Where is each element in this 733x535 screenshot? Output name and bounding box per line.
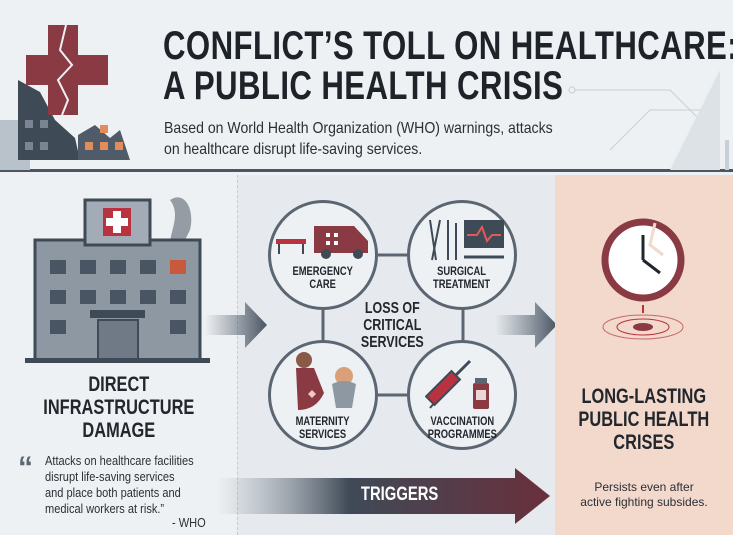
quote-icon: “	[18, 451, 33, 484]
triggers-label: TRIGGERS	[361, 484, 439, 505]
mother-baby-icon	[296, 352, 356, 410]
title-line-1: CONFLICT’S TOLL ON HEALTHCARE:	[163, 24, 733, 68]
damaged-hospital-icon	[25, 197, 210, 363]
subtitle-line-1: Based on World Health Organization (WHO)…	[164, 120, 553, 137]
title-line-2: A PUBLIC HEALTH CRISIS	[163, 64, 564, 108]
arrow-right-icon	[495, 302, 557, 348]
subtitle: Based on World Health Organization (WHO)…	[164, 118, 553, 160]
header: CONFLICT’S TOLL ON HEALTHCARE:A PUBLIC H…	[0, 0, 733, 172]
surgical-tools-icon	[429, 219, 504, 261]
arrow-right-icon	[205, 302, 267, 348]
broken-clock-icon	[601, 218, 685, 340]
subtitle-line-2: on healthcare disrupt life-saving servic…	[164, 141, 423, 158]
page-title: CONFLICT’S TOLL ON HEALTHCARE:A PUBLIC H…	[163, 26, 733, 106]
circuit-decoration	[568, 70, 729, 170]
ambulance-icon	[276, 226, 368, 259]
triggers-arrow	[215, 468, 550, 524]
syringe-vial-icon	[425, 359, 489, 409]
damaged-building-icon	[0, 24, 130, 170]
service-connectors	[321, 253, 465, 397]
quote-attribution: - WHO	[172, 515, 206, 530]
